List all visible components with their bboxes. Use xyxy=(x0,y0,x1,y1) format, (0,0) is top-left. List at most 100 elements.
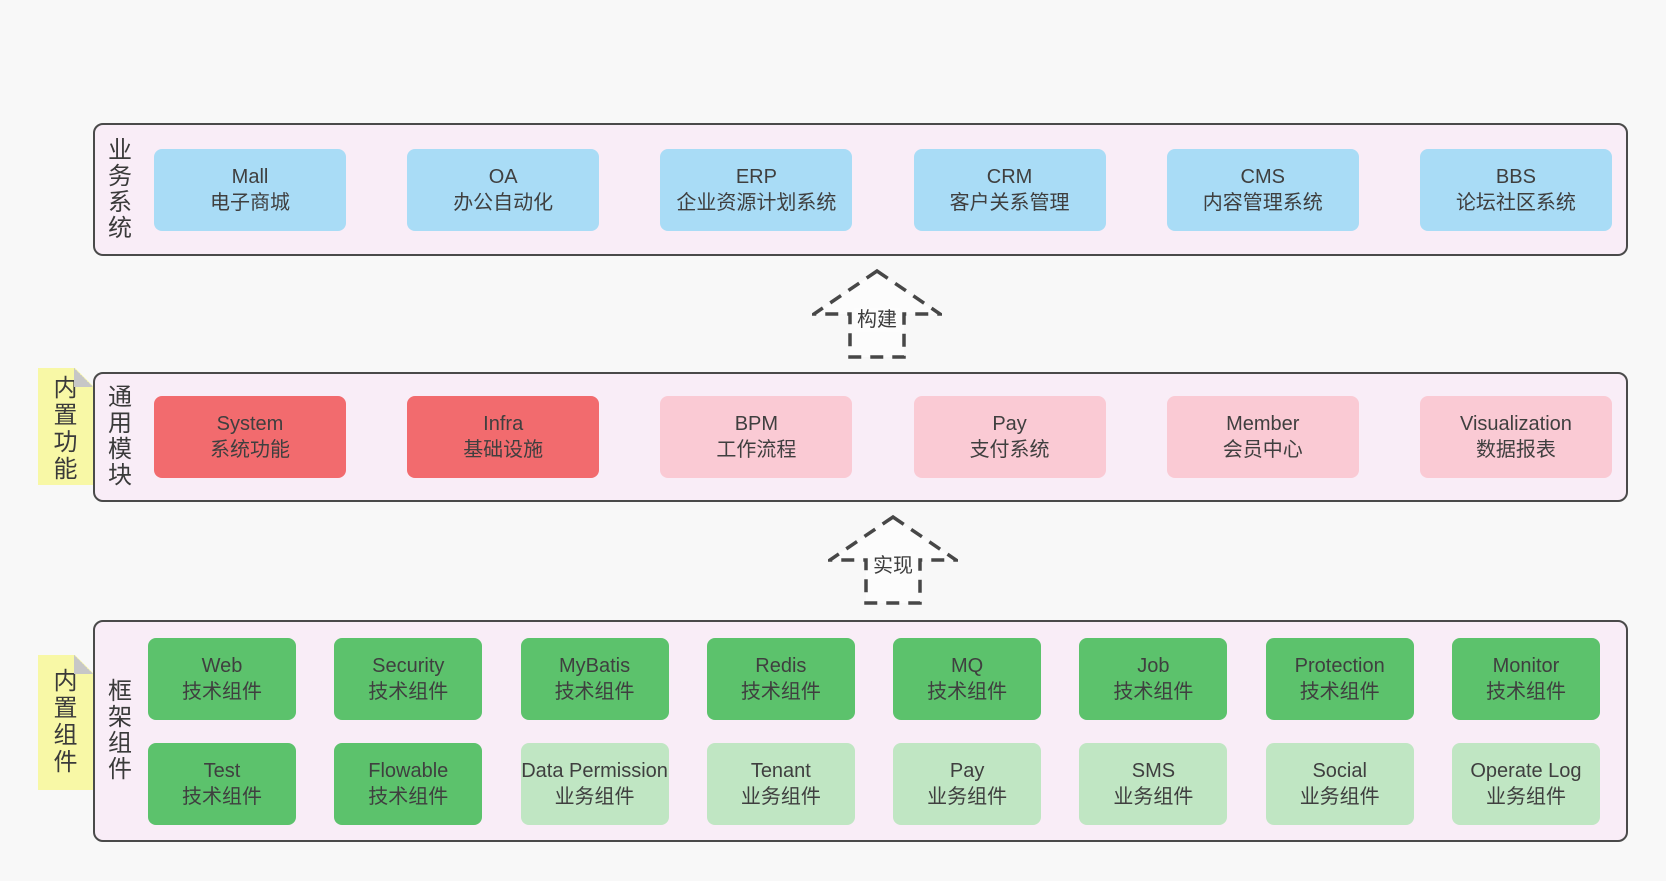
box-erp: ERP 企业资源计划系统 xyxy=(660,148,853,231)
box-desc: 技术组件 xyxy=(740,680,821,703)
sticky-note-built-in-components: 内置组件 xyxy=(38,655,93,790)
box-title: Data Permission xyxy=(521,759,668,782)
box-desc: 工作流程 xyxy=(716,439,797,461)
box-title: MyBatis xyxy=(559,654,631,677)
box-cms: CMS 内容管理系统 xyxy=(1166,148,1359,231)
box-monitor: Monitor 技术组件 xyxy=(1451,637,1600,720)
box-desc: 企业资源计划系统 xyxy=(676,191,837,214)
box-title: MQ xyxy=(951,654,984,677)
box-desc: 会员中心 xyxy=(1222,439,1303,461)
band-business-systems: 业务系统 Mall 电子商城 OA 办公自动化 ERP 企业资源计划系统 CRM… xyxy=(93,123,1628,256)
box-desc: 业务组件 xyxy=(927,785,1008,808)
sticky-note-label: 内置组件 xyxy=(53,668,78,776)
box-title: Protection xyxy=(1294,654,1385,677)
box-desc: 支付系统 xyxy=(969,439,1050,461)
box-title: Job xyxy=(1137,654,1170,677)
box-flowable: Flowable 技术组件 xyxy=(334,742,483,825)
box-title: Pay xyxy=(992,413,1027,435)
box-title: Web xyxy=(201,654,243,677)
box-title: System xyxy=(216,413,284,435)
implement-arrow-label: 实现 xyxy=(870,554,916,578)
build-arrow: 构建 xyxy=(812,268,942,360)
box-desc: 技术组件 xyxy=(1485,680,1566,703)
implement-arrow: 实现 xyxy=(828,514,958,606)
box-title: Member xyxy=(1226,413,1300,435)
box-desc: 电子商城 xyxy=(210,191,290,214)
box-sms: SMS 业务组件 xyxy=(1079,742,1228,825)
box-redis: Redis 技术组件 xyxy=(706,637,855,720)
box-desc: 内容管理系统 xyxy=(1202,191,1323,214)
box-pay: Pay 支付系统 xyxy=(913,396,1106,478)
box-crm: CRM 客户关系管理 xyxy=(913,148,1106,231)
box-job: Job 技术组件 xyxy=(1079,637,1228,720)
box-mybatis: MyBatis 技术组件 xyxy=(520,637,669,720)
box-desc: 技术组件 xyxy=(927,680,1008,703)
box-bpm: BPM 工作流程 xyxy=(660,396,853,478)
box-desc: 客户关系管理 xyxy=(949,191,1070,214)
box-oa: OA 办公自动化 xyxy=(407,148,600,231)
band-label: 框架组件 xyxy=(108,678,132,783)
box-desc: 技术组件 xyxy=(1113,680,1194,703)
box-test: Test 技术组件 xyxy=(148,742,296,825)
sticky-note-label: 内置功能 xyxy=(53,375,78,483)
band-framework-components: 框架组件 Web 技术组件 Security 技术组件 MyBatis 技术组件… xyxy=(93,620,1628,842)
box-desc: 技术组件 xyxy=(182,680,262,703)
band-label: 通用模块 xyxy=(108,384,132,489)
box-title: OA xyxy=(488,165,518,188)
box-mq: MQ 技术组件 xyxy=(893,637,1042,720)
box-title: Tenant xyxy=(750,759,811,782)
box-infra: Infra 基础设施 xyxy=(407,396,600,478)
box-desc: 办公自动化 xyxy=(453,191,554,214)
box-data-permission: Data Permission 业务组件 xyxy=(520,742,669,825)
box-title: Redis xyxy=(755,654,807,677)
box-title: Operate Log xyxy=(1470,759,1582,782)
box-title: Social xyxy=(1312,759,1367,782)
box-pay-biz: Pay 业务组件 xyxy=(893,742,1042,825)
box-system: System 系统功能 xyxy=(154,396,346,478)
box-social: Social 业务组件 xyxy=(1265,742,1414,825)
sticky-note-built-in-features: 内置功能 xyxy=(38,368,93,485)
box-security: Security 技术组件 xyxy=(334,637,483,720)
band-label: 业务系统 xyxy=(108,136,132,242)
common-modules-row: System 系统功能 Infra 基础设施 BPM 工作流程 Pay 支付系统… xyxy=(154,396,1612,478)
box-desc: 业务组件 xyxy=(554,785,635,808)
box-title: CMS xyxy=(1240,165,1285,188)
build-arrow-label: 构建 xyxy=(854,308,900,332)
box-title: Monitor xyxy=(1492,654,1560,677)
box-desc: 业务组件 xyxy=(1113,785,1194,808)
box-desc: 技术组件 xyxy=(368,785,449,808)
box-desc: 数据报表 xyxy=(1475,439,1556,461)
box-title: SMS xyxy=(1131,759,1176,782)
box-operate-log: Operate Log 业务组件 xyxy=(1451,742,1600,825)
box-bbs: BBS 论坛社区系统 xyxy=(1419,148,1612,231)
box-desc: 技术组件 xyxy=(368,680,449,703)
framework-components-grid: Web 技术组件 Security 技术组件 MyBatis 技术组件 Redi… xyxy=(148,637,1600,825)
box-title: BPM xyxy=(734,413,779,435)
box-title: Infra xyxy=(483,413,524,435)
box-visualization: Visualization 数据报表 xyxy=(1419,396,1612,478)
box-title: Visualization xyxy=(1459,413,1572,435)
box-member: Member 会员中心 xyxy=(1166,396,1359,478)
box-desc: 基础设施 xyxy=(463,439,544,461)
box-desc: 技术组件 xyxy=(554,680,635,703)
box-desc: 业务组件 xyxy=(740,785,821,808)
box-title: Test xyxy=(203,759,241,782)
box-title: ERP xyxy=(735,165,777,188)
box-title: CRM xyxy=(986,165,1033,188)
box-desc: 技术组件 xyxy=(1299,680,1380,703)
box-title: Mall xyxy=(231,165,269,188)
box-desc: 系统功能 xyxy=(210,439,290,461)
business-systems-row: Mall 电子商城 OA 办公自动化 ERP 企业资源计划系统 CRM 客户关系… xyxy=(154,148,1612,231)
box-protection: Protection 技术组件 xyxy=(1265,637,1414,720)
box-desc: 业务组件 xyxy=(1299,785,1380,808)
box-web: Web 技术组件 xyxy=(148,637,296,720)
box-desc: 论坛社区系统 xyxy=(1455,191,1576,214)
box-desc: 业务组件 xyxy=(1485,785,1566,808)
box-tenant: Tenant 业务组件 xyxy=(706,742,855,825)
box-title: Security xyxy=(372,654,445,677)
box-title: Pay xyxy=(949,759,985,782)
box-desc: 技术组件 xyxy=(182,785,262,808)
box-title: BBS xyxy=(1495,165,1536,188)
band-common-modules: 通用模块 System 系统功能 Infra 基础设施 BPM 工作流程 Pay… xyxy=(93,372,1628,502)
